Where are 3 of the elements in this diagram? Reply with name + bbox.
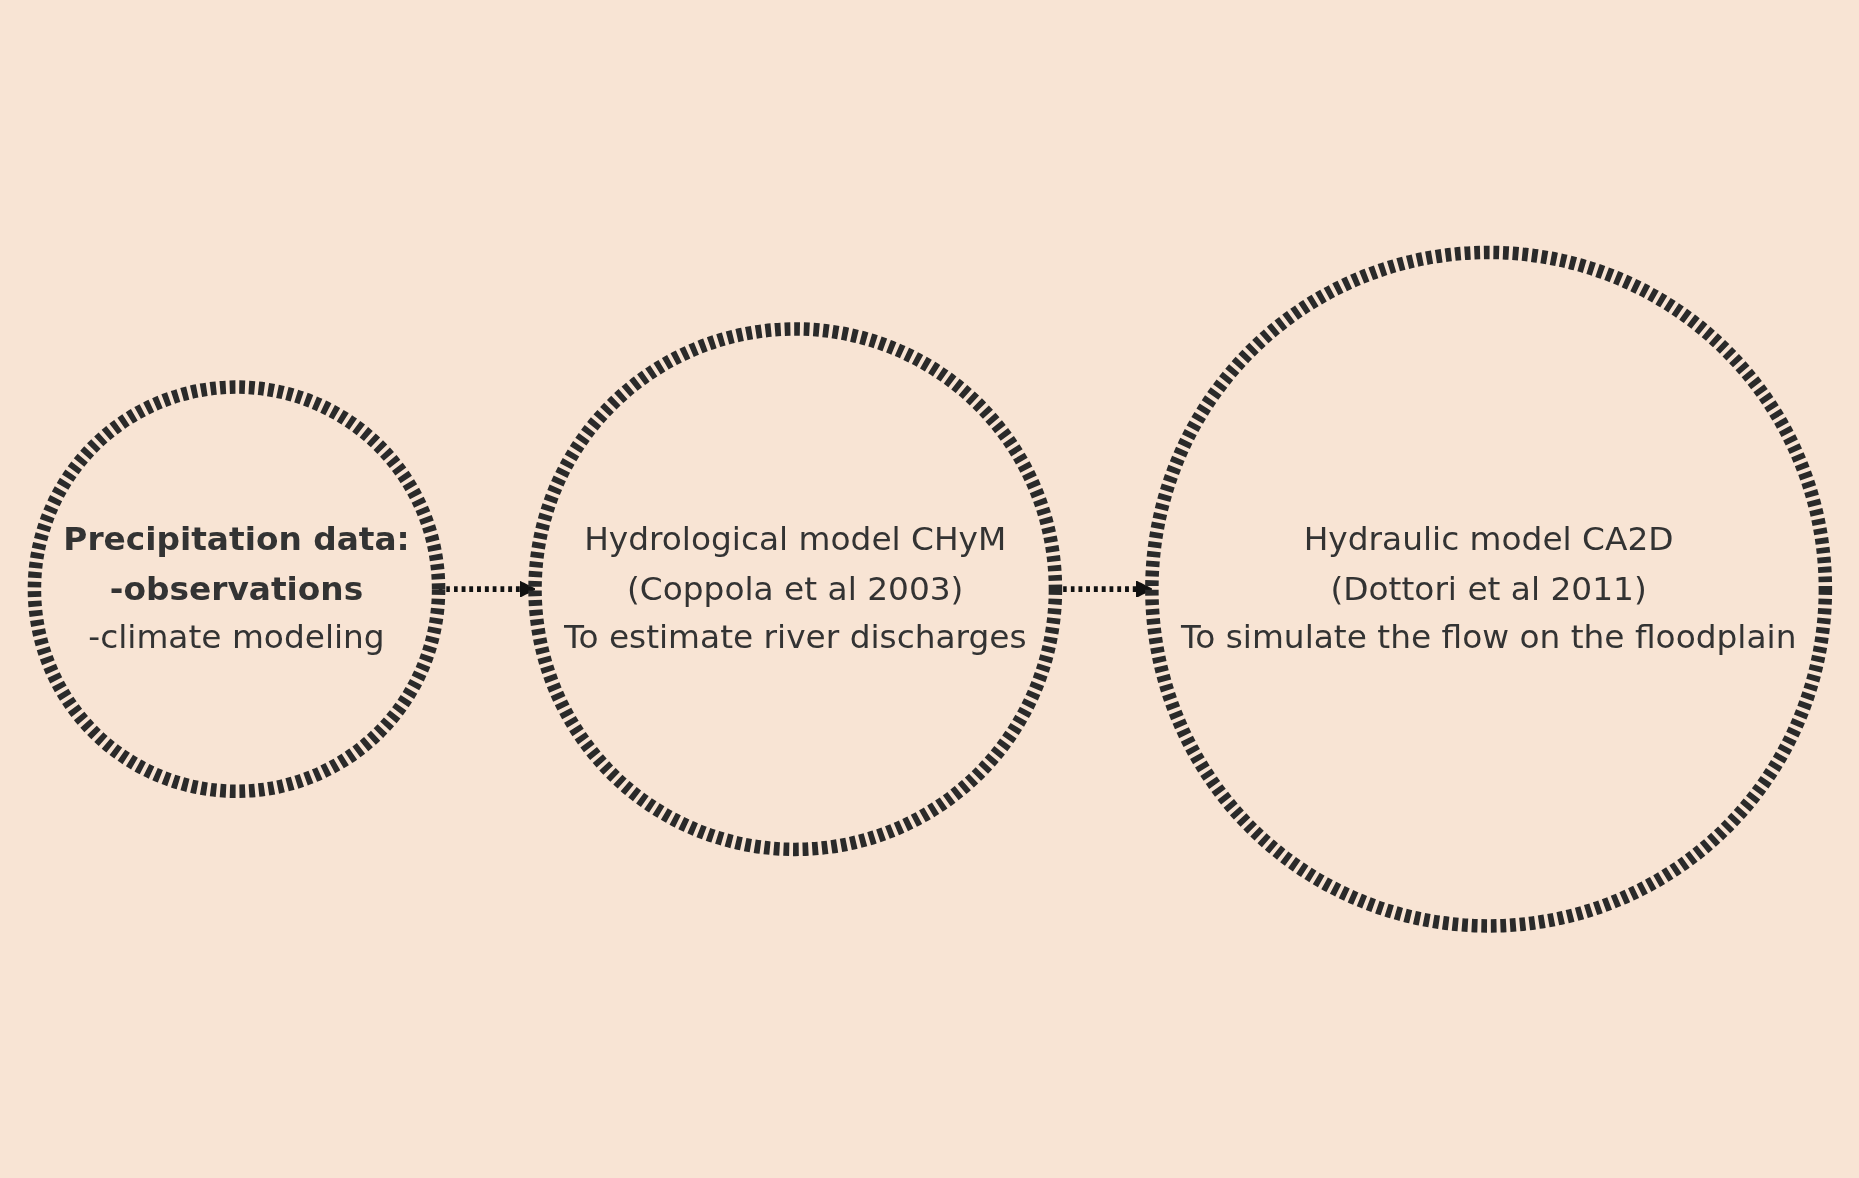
node-circle: Precipitation data: -observations -climate modeling [27,380,445,798]
node-circle: Hydrological model CHyM (Coppola et al 2003) To estimate river discharges [527,322,1062,856]
node-circle: Hydraulic model CA2D (Dottori et al 2011) To simulate the flow on the floodplain [1144,245,1832,933]
